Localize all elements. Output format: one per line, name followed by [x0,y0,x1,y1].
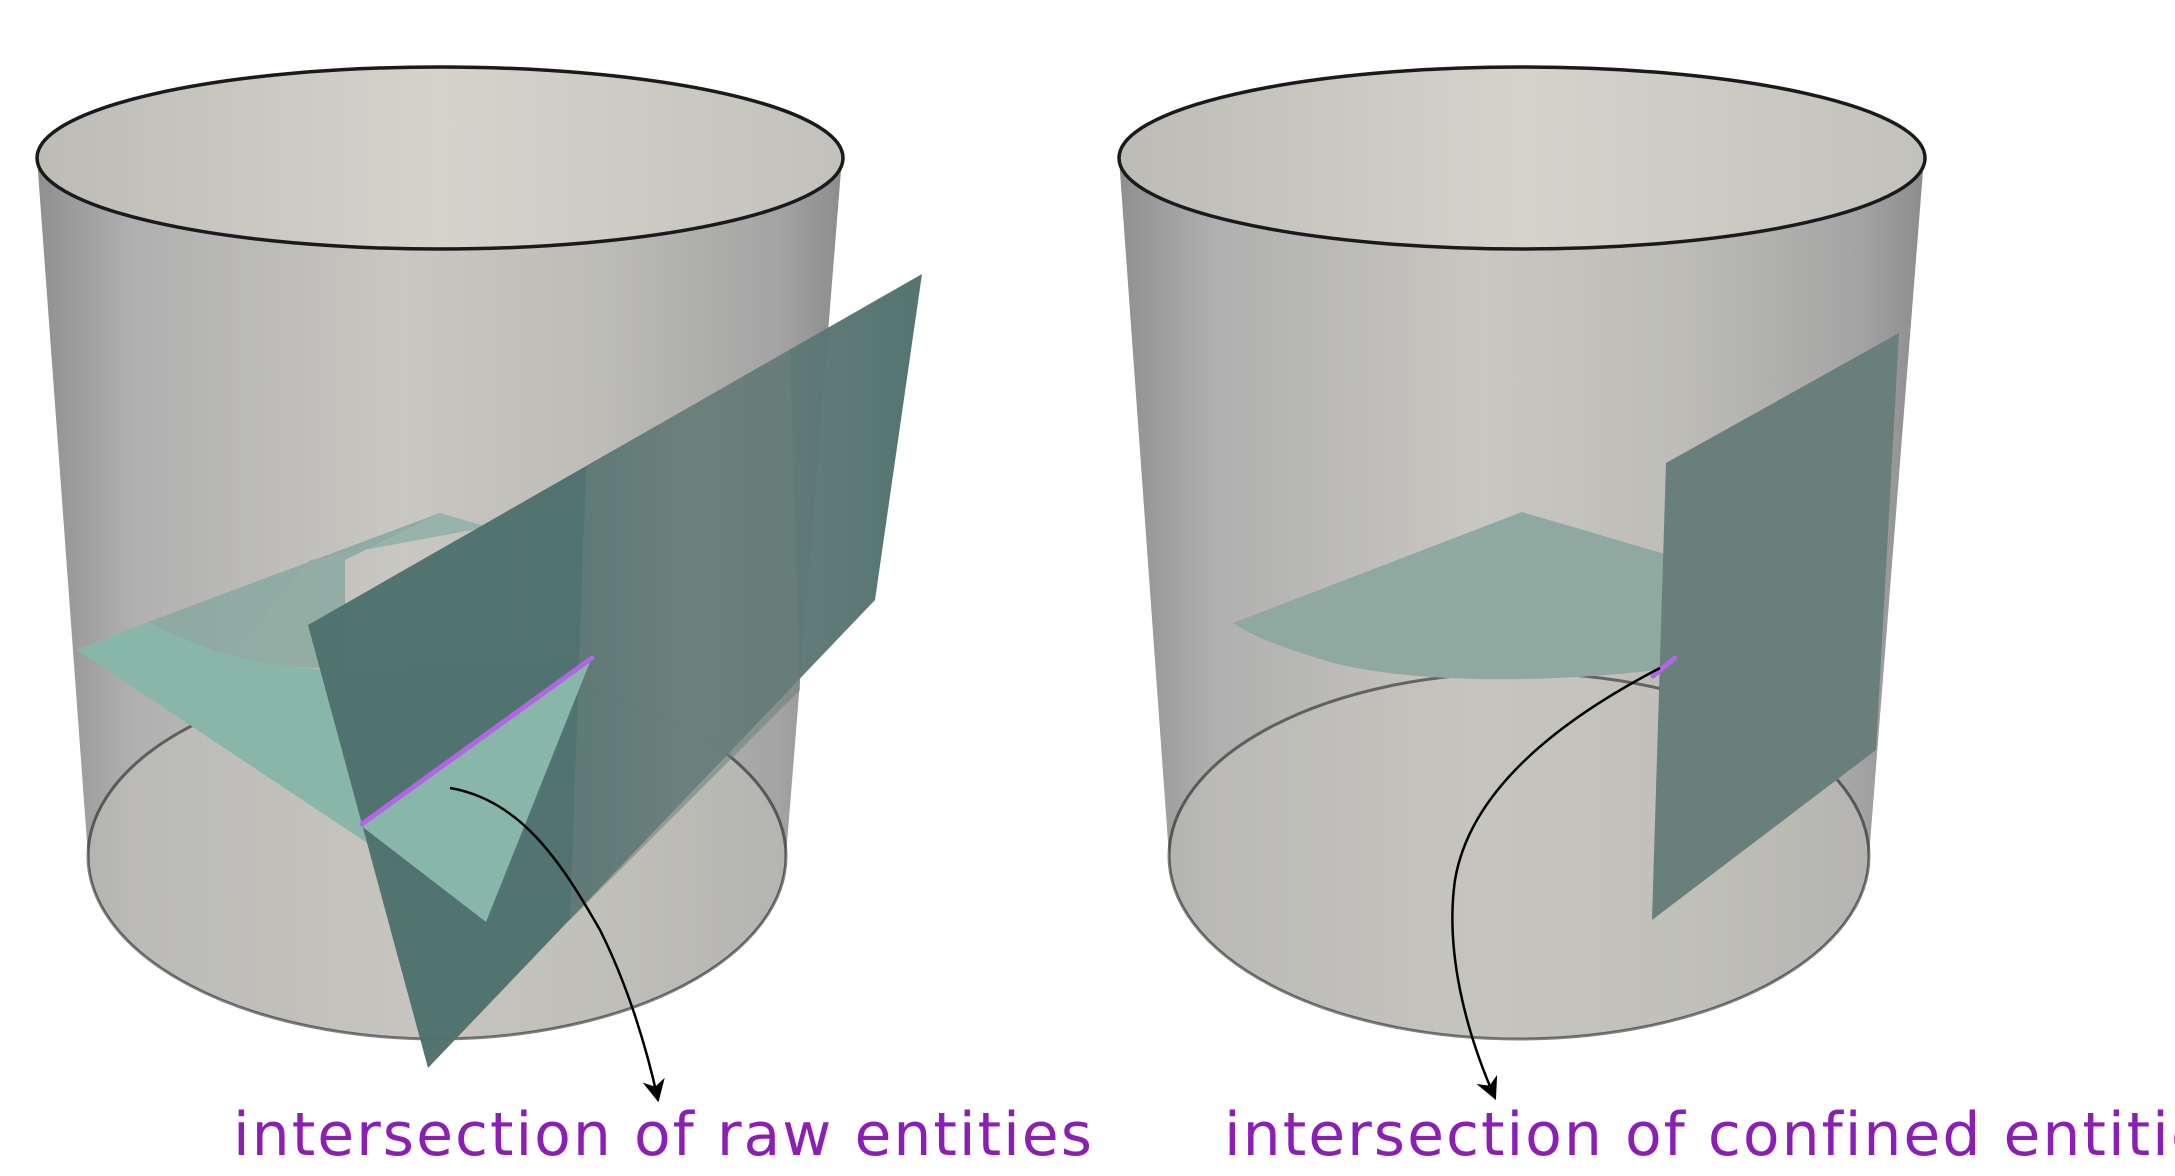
left-intersection-line [359,655,595,827]
right-cylinder-top [1117,65,1927,251]
caption-raw-entities: intersection of raw entities [233,1100,1094,1170]
left-arrow [449,786,665,1103]
right-intersection-line [1650,655,1678,679]
right-confined-vertical-plane [1652,333,1899,920]
right-arrow [1451,666,1661,1101]
left-cylinder-top [35,65,845,251]
right-confined-horizontal-plane [1233,512,1672,680]
left-horizontal-plane-front [360,657,592,922]
caption-confined-entities: intersection of confined entities [1224,1100,2175,1170]
